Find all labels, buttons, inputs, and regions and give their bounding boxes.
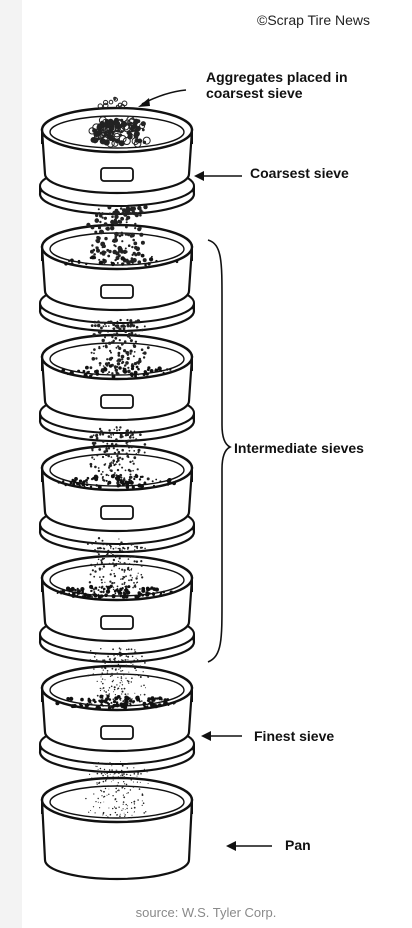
coarsest-sieve-label: Coarsest sieve	[250, 165, 349, 181]
sieve-label-plate	[101, 395, 133, 408]
aggregates-label-line2: coarsest sieve	[206, 85, 348, 101]
finest-sieve-label: Finest sieve	[254, 728, 334, 744]
sieve-4	[40, 426, 194, 552]
sieve-label-plate	[101, 168, 133, 181]
aggregates-arrowhead	[138, 98, 150, 107]
pan-arrowhead	[226, 841, 236, 851]
source-credit: source: W.S. Tyler Corp.	[0, 905, 412, 920]
sieve-label-plate	[101, 506, 133, 519]
pan	[42, 761, 192, 879]
aggregates-label-line1: Aggregates placed in	[206, 69, 348, 85]
copyright-text: ©Scrap Tire News	[257, 12, 370, 28]
sieve-label-plate	[101, 726, 133, 739]
finest-arrowhead	[201, 731, 211, 741]
sieve-label-plate	[101, 616, 133, 629]
sieve-6	[40, 647, 194, 772]
intermediate-brace	[208, 240, 230, 662]
sieve-2	[40, 205, 194, 331]
sieve-stack	[40, 97, 194, 879]
coarsest-arrowhead	[194, 171, 204, 181]
sieve-label-plate	[101, 285, 133, 298]
sieve-5	[40, 537, 194, 662]
pan-label: Pan	[285, 837, 311, 853]
aggregates-falling	[98, 97, 127, 108]
intermediate-sieves-label: Intermediate sieves	[234, 440, 364, 456]
sieve-3	[40, 319, 194, 441]
aggregates-label: Aggregates placed in coarsest sieve	[206, 69, 348, 101]
sieve-1	[40, 108, 194, 214]
